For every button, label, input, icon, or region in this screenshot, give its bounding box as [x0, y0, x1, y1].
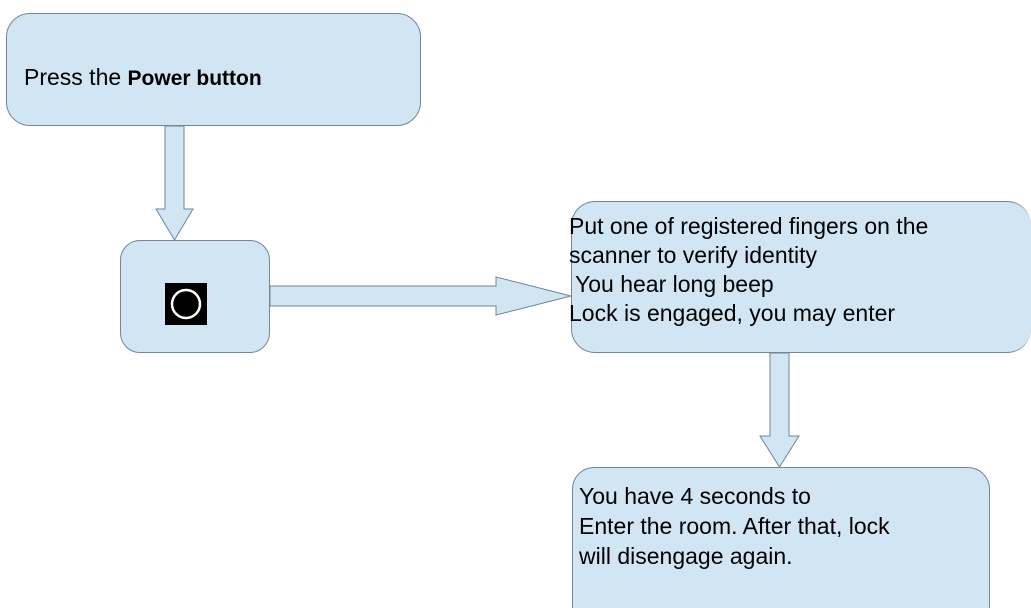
- step-enter-room-text: You have 4 seconds to Enter the room. Af…: [579, 481, 890, 571]
- seconds-line-1: You have 4 seconds to: [579, 483, 811, 509]
- step-press-power-box: Press the Power button: [6, 13, 421, 126]
- finger-line-4: Lock is engaged, you may enter: [569, 300, 896, 326]
- seconds-line-2: Enter the room. After that, lock: [579, 513, 890, 539]
- finger-line-1: Put one of registered fingers on the: [569, 213, 929, 239]
- power-button-label: Power button: [127, 67, 262, 90]
- arrow-down-2: [759, 352, 800, 468]
- press-the-label: Press the: [24, 64, 128, 90]
- step-verify-finger-text: Put one of registered fingers on the sca…: [569, 212, 928, 328]
- finger-line-3: You hear long beep: [575, 271, 774, 297]
- step-verify-finger-box: Put one of registered fingers on the sca…: [569, 201, 1031, 353]
- finger-line-2: scanner to verify identity: [569, 242, 818, 268]
- step-power-icon-box: [120, 240, 270, 353]
- step-enter-room-box: You have 4 seconds to Enter the room. Af…: [572, 467, 990, 608]
- arrow-down-1: [155, 125, 194, 241]
- arrow-right-1: [269, 276, 572, 316]
- seconds-line-3: will disengage again.: [579, 543, 793, 569]
- power-circle-icon: [165, 283, 207, 325]
- step-press-power-text: Press the Power button: [24, 63, 262, 93]
